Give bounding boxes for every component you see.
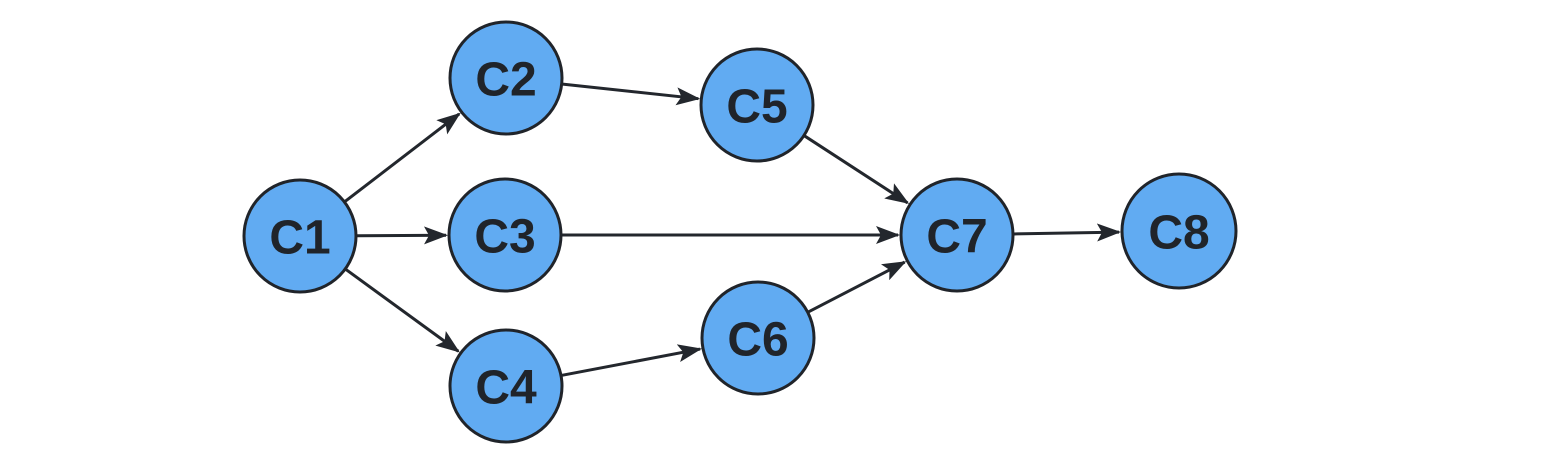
edge-arrow-C6-C7 — [807, 260, 907, 314]
edge-arrow-C2-C5 — [562, 82, 701, 106]
edge-arrow-C1-C2 — [344, 112, 461, 203]
node-C6[interactable]: C6 — [700, 280, 816, 396]
node-circle[interactable] — [448, 328, 564, 444]
node-C3[interactable]: C3 — [447, 177, 563, 293]
node-circle[interactable] — [699, 47, 815, 163]
edge-arrow-C1-C4 — [345, 268, 460, 353]
node-circle[interactable] — [242, 178, 358, 294]
node-C2[interactable]: C2 — [448, 20, 564, 136]
edge-arrow-C7-C8 — [1013, 223, 1122, 242]
node-circle[interactable] — [700, 280, 816, 396]
node-circle[interactable] — [448, 20, 564, 136]
node-C4[interactable]: C4 — [448, 328, 564, 444]
node-circle[interactable] — [447, 177, 563, 293]
node-circle[interactable] — [899, 177, 1015, 293]
node-C8[interactable]: C8 — [1120, 172, 1238, 290]
node-circle[interactable] — [1120, 172, 1238, 290]
node-C1[interactable]: C1 — [242, 178, 358, 294]
node-C7[interactable]: C7 — [899, 177, 1015, 293]
edge-arrow-C4-C6 — [561, 344, 703, 377]
edge-arrow-C5-C7 — [803, 134, 910, 205]
node-C5[interactable]: C5 — [699, 47, 815, 163]
